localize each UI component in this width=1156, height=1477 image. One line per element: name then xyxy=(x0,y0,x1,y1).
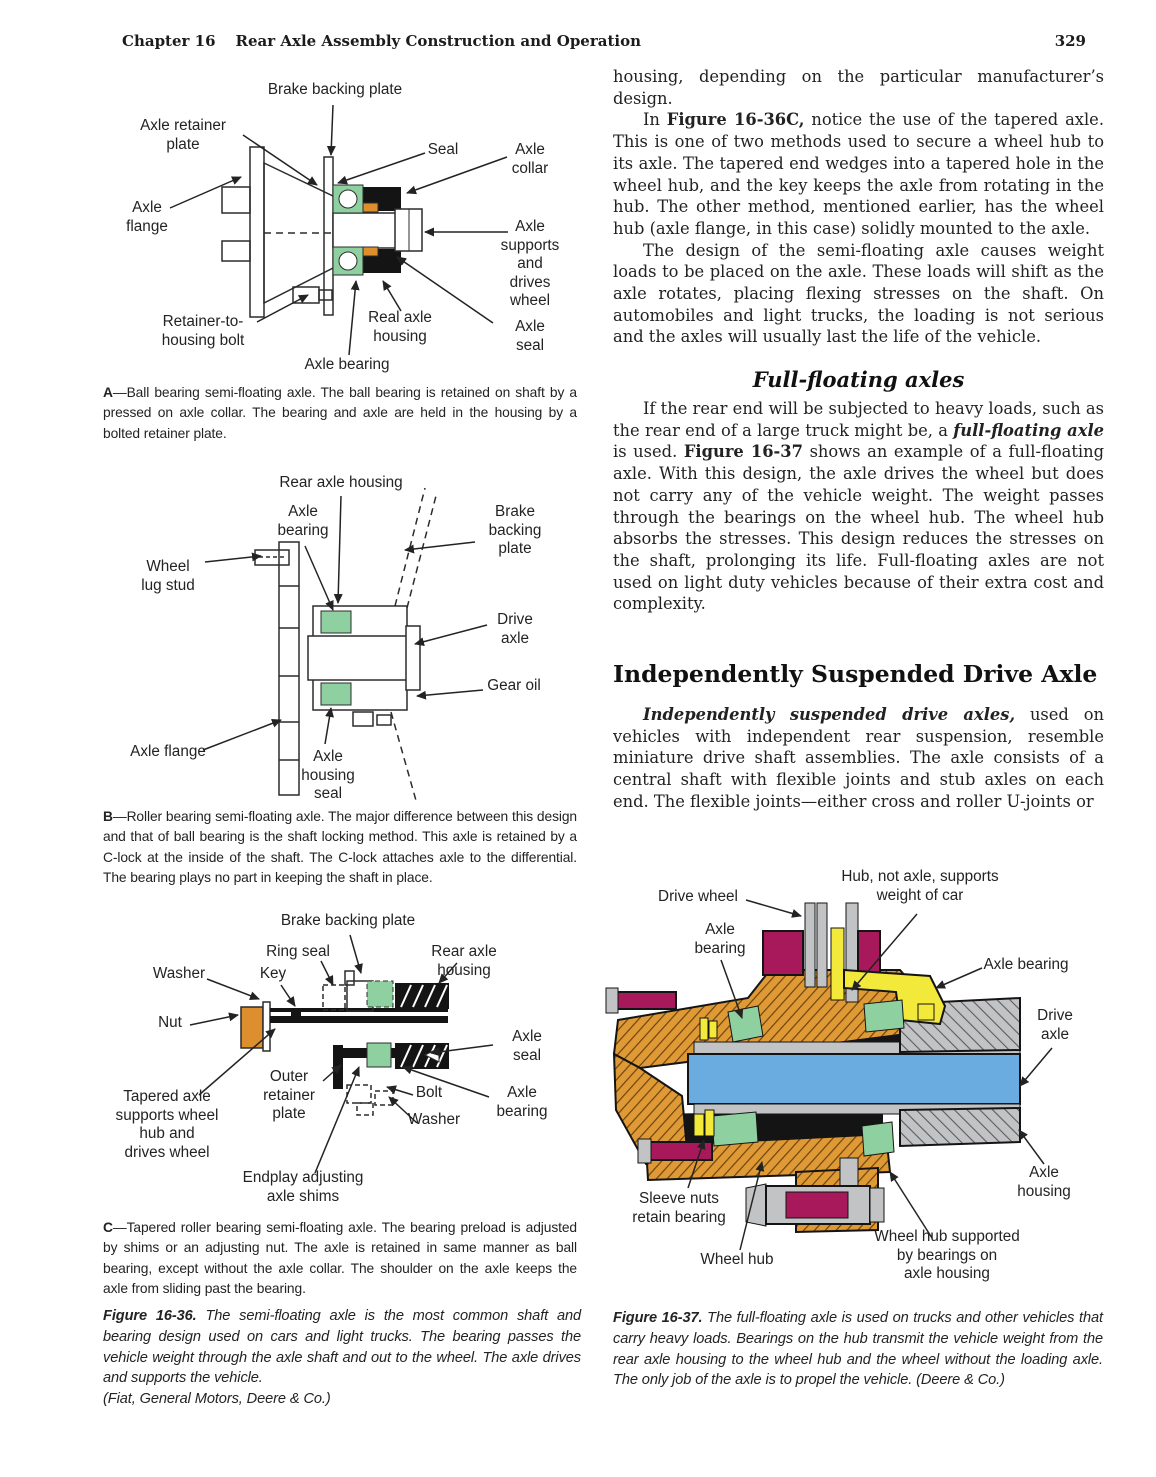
paragraph: housing, depending on the particular man… xyxy=(613,67,1104,108)
label-washer-bottom: Washer xyxy=(407,1111,461,1128)
label-axle-collar: Axle collar xyxy=(511,141,549,177)
roller-bearing-top xyxy=(320,610,352,634)
label-drive-axle: Drive axle xyxy=(1037,1007,1073,1043)
label-tapered-axle: Tapered axle supports wheel hub and driv… xyxy=(115,1088,219,1161)
label-wheel-lug-stud: Wheel lug stud xyxy=(141,558,195,594)
tapered-bearing-top xyxy=(366,980,394,1008)
heading-independently-suspended-drive-axle: Independently Suspended Drive Axle xyxy=(613,660,1098,688)
axle-bearing-upper-left xyxy=(727,1005,764,1043)
tapered-bearing-bottom xyxy=(366,1042,392,1068)
figure-16-36-caption: Figure 16-36. The semi-floating axle is … xyxy=(103,1308,581,1408)
figure-16-36-b-diagram: Rear axle housing Axle bearing Brake bac… xyxy=(95,460,580,805)
axle-housing-lower xyxy=(899,1106,1021,1148)
caption-b: B—Roller bearing semi-floating axle. The… xyxy=(103,809,577,886)
figure-a-art xyxy=(169,104,508,356)
label-axle-bearing-right: Axle bearing xyxy=(983,956,1069,973)
page-header: Chapter 16 Rear Axle Assembly Constructio… xyxy=(122,32,1086,50)
label-bolt: Bolt xyxy=(415,1084,443,1101)
label-nut: Nut xyxy=(158,1014,182,1031)
label-retainer-to-housing-bolt: Retainer-to- housing bolt xyxy=(161,313,245,349)
drive-wheel-plate xyxy=(804,902,816,988)
page-number: 329 xyxy=(1054,32,1086,50)
label-sleeve-nuts: Sleeve nuts retain bearing xyxy=(632,1190,726,1226)
page-title: Rear Axle Assembly Construction and Oper… xyxy=(235,32,642,50)
label-brake-backing-plate: Brake backing plate xyxy=(280,912,416,929)
label-real-axle-housing: Real axle housing xyxy=(368,309,432,345)
label-endplay-shims: Endplay adjusting axle shims xyxy=(242,1169,364,1205)
label-key: Key xyxy=(259,965,287,982)
figure-16-37-caption: Figure 16-37. The full-floating axle is … xyxy=(613,1310,1103,1389)
label-axle-bearing: Axle bearing xyxy=(496,1084,548,1120)
label-brake-backing-plate: Brake backing plate xyxy=(488,503,542,557)
label-seal: Seal xyxy=(427,141,459,158)
label-axle-retainer-plate: Axle retainer plate xyxy=(140,117,226,153)
paragraph: The design of the semi-floating axle cau… xyxy=(613,240,1104,347)
label-axle-flange: Axle flange xyxy=(126,199,168,235)
figure-16-37-diagram: Hub, not axle, supports weight of car Dr… xyxy=(600,858,1130,1290)
label-axle-seal: Axle seal xyxy=(515,318,545,354)
label-wheel-hub-supported: Wheel hub supported by bearings on axle … xyxy=(874,1228,1020,1282)
column-text-top: housing, depending on the particular man… xyxy=(613,66,1104,348)
wheel-stud-nut-right xyxy=(857,930,881,976)
label-wheel-hub: Wheel hub xyxy=(700,1251,774,1268)
label-outer-retainer-plate: Outer retainer plate xyxy=(263,1068,315,1122)
axle-bearing-lower-left xyxy=(711,1111,759,1147)
label-brake-backing-plate: Brake backing plate xyxy=(267,81,403,98)
axle-collar-top xyxy=(362,202,379,213)
label-gear-oil: Gear oil xyxy=(487,677,541,694)
label-axle-supports: Axle supports and drives wheel xyxy=(500,218,560,309)
key-shape xyxy=(291,1012,301,1017)
sleeve-nut xyxy=(693,1113,705,1137)
caption-c: C—Tapered roller bearing semi-floating a… xyxy=(103,1220,577,1297)
label-washer-top: Washer xyxy=(152,965,206,982)
label-drive-axle: Drive axle xyxy=(497,611,533,647)
figure-16-36-a-diagram: Brake backing plate Axle retainer plate … xyxy=(95,75,580,377)
paragraph: In Figure 16-36C, notice the use of the … xyxy=(613,110,1104,238)
chapter-label: Chapter 16 xyxy=(122,32,216,50)
label-axle-housing: Axle housing xyxy=(1017,1164,1071,1200)
label-axle-bearing: Axle bearing xyxy=(304,356,390,373)
label-ring-seal: Ring seal xyxy=(266,943,330,960)
label-axle-housing-seal: Axle housing seal xyxy=(301,748,355,802)
caption-a: A—Ball bearing semi-floating axle. The b… xyxy=(103,385,577,441)
label-axle-flange: Axle flange xyxy=(130,743,206,760)
axle-bearing-lower-right xyxy=(861,1121,895,1157)
label-rear-axle-housing: Rear axle housing xyxy=(279,474,403,491)
label-hub-supports-weight: Hub, not axle, supports weight of car xyxy=(841,868,999,904)
label-axle-bearing-left: Axle bearing xyxy=(694,921,746,957)
drive-axle-shaft xyxy=(687,1053,1021,1105)
running-head: Chapter 16 Rear Axle Assembly Constructio… xyxy=(122,32,641,50)
wheel-stud-nut-left xyxy=(762,930,804,976)
figure-16-37-art xyxy=(605,899,1053,1251)
label-axle-bearing: Axle bearing xyxy=(277,503,329,539)
figure-16-36-c-diagram: Brake backing plate Ring seal Rear axle … xyxy=(95,895,580,1213)
paragraph: Independently suspended drive axles, use… xyxy=(613,705,1104,811)
paragraph: If the rear end will be subjected to hea… xyxy=(613,399,1104,614)
label-axle-seal: Axle seal xyxy=(512,1028,542,1064)
roller-bearing-bottom xyxy=(320,682,352,706)
figure-b-art xyxy=(202,487,488,805)
axle-collar-bottom xyxy=(362,246,379,257)
heading-full-floating-axles: Full-floating axles xyxy=(752,367,965,392)
label-drive-wheel: Drive wheel xyxy=(658,888,738,905)
label-rear-axle-housing: Rear axle housing xyxy=(431,943,497,979)
axle-bearing-upper-right xyxy=(863,999,905,1033)
figure-c-art xyxy=(189,934,494,1174)
